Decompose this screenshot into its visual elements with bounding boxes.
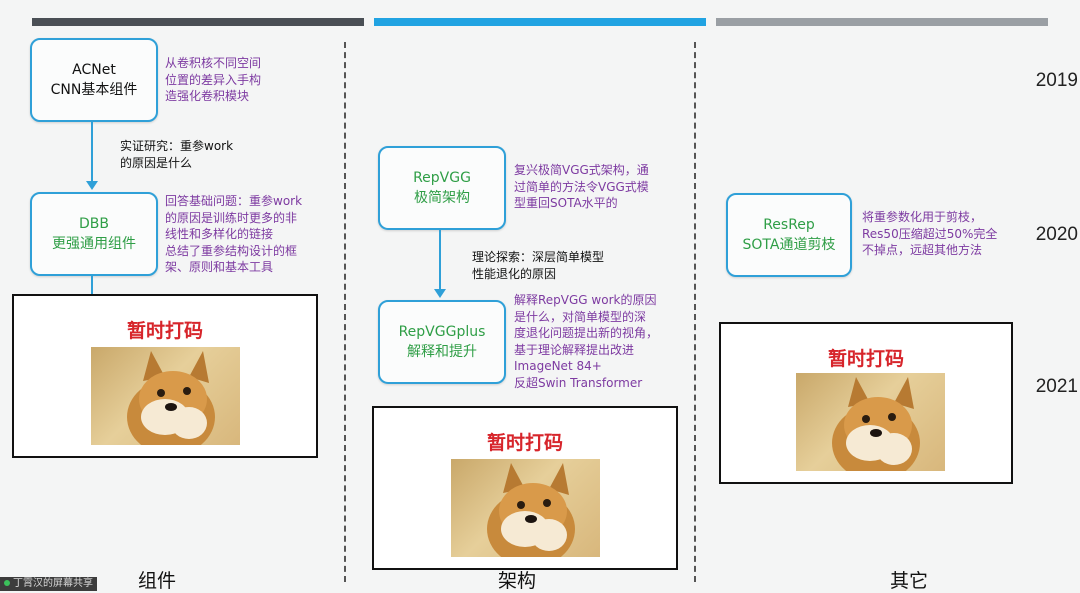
column-header-bar-architecture xyxy=(374,18,706,26)
arrow-line-acnet-dbb xyxy=(91,120,93,182)
node-repvggplus-title: RepVGGplus xyxy=(398,324,486,340)
mosaic-panel-components: 暂时打码 xyxy=(12,294,318,458)
column-header-bar-others xyxy=(716,18,1048,26)
note-empirical-study: 实证研究：重参work 的原因是什么 xyxy=(120,139,234,170)
arrowhead-down-icon xyxy=(434,289,446,298)
node-repvgg[interactable]: RepVGG 极简架构 xyxy=(378,146,506,230)
year-label-2021: 2021 xyxy=(1035,376,1078,397)
column-divider-right xyxy=(694,42,696,582)
column-header-bar-components xyxy=(32,18,364,26)
note-theory: 理论探索：深层简单模型 性能退化的原因 xyxy=(472,250,605,281)
node-resrep-title: ResRep xyxy=(763,217,815,233)
column-label-components: 组件 xyxy=(138,570,177,592)
screen-share-text: 丁霄汉的屏幕共享 xyxy=(13,578,93,589)
node-dbb-title: DBB xyxy=(79,216,109,232)
mosaic-title: 暂时打码 xyxy=(827,348,904,370)
arrow-line-repvgg-plus xyxy=(439,228,441,290)
node-acnet-title: ACNet xyxy=(72,62,116,78)
column-label-others: 其它 xyxy=(890,570,929,592)
connector-dbb-mosaic xyxy=(91,274,93,296)
desc-repvgg: 复兴极简VGG式架构，通 过简单的方法令VGG式模 型重回SOTA水平的 xyxy=(514,163,649,210)
doge-illustration-icon xyxy=(832,377,920,471)
mosaic-title: 暂时打码 xyxy=(126,320,203,342)
mosaic-title: 暂时打码 xyxy=(486,432,563,454)
node-acnet-subtitle: CNN基本组件 xyxy=(50,82,138,98)
desc-acnet: 从卷积核不同空间 位置的差异入手构 造强化卷积模块 xyxy=(165,56,262,103)
node-dbb-subtitle: 更强通用组件 xyxy=(52,236,136,252)
share-indicator-icon xyxy=(4,580,10,586)
year-label-2020: 2020 xyxy=(1035,224,1078,245)
doge-image xyxy=(91,347,240,445)
node-repvgg-title: RepVGG xyxy=(413,170,471,186)
desc-dbb: 回答基础问题：重参work 的原因是训练时更多的非 线性和多样化的链接 总结了重… xyxy=(165,194,303,274)
mosaic-panel-others: 暂时打码 xyxy=(719,322,1013,484)
doge-illustration-icon xyxy=(127,351,215,445)
doge-illustration-icon xyxy=(487,463,575,557)
node-repvggplus-subtitle: 解释和提升 xyxy=(407,344,477,360)
desc-repvggplus: 解释RepVGG work的原因 是什么，对简单模型的深 度退化问题提出新的视角… xyxy=(514,293,659,390)
mosaic-panel-architecture: 暂时打码 xyxy=(372,406,678,570)
node-acnet[interactable]: ACNet CNN基本组件 xyxy=(30,38,158,122)
doge-image xyxy=(796,373,945,471)
doge-image xyxy=(451,459,600,557)
year-label-2019: 2019 xyxy=(1035,70,1078,91)
node-repvggplus[interactable]: RepVGGplus 解释和提升 xyxy=(378,300,506,384)
column-divider-left xyxy=(344,42,346,582)
desc-resrep: 将重参数化用于剪枝， Res50压缩超过50%完全 不掉点，远超其他方法 xyxy=(862,210,998,257)
arrowhead-down-icon xyxy=(86,181,98,190)
node-repvgg-subtitle: 极简架构 xyxy=(414,190,470,206)
column-label-architecture: 架构 xyxy=(498,570,537,592)
screen-share-tag[interactable]: 丁霄汉的屏幕共享 xyxy=(0,577,97,591)
node-dbb[interactable]: DBB 更强通用组件 xyxy=(30,192,158,276)
node-resrep-subtitle: SOTA通道剪枝 xyxy=(742,237,836,253)
node-resrep[interactable]: ResRep SOTA通道剪枝 xyxy=(726,193,852,277)
